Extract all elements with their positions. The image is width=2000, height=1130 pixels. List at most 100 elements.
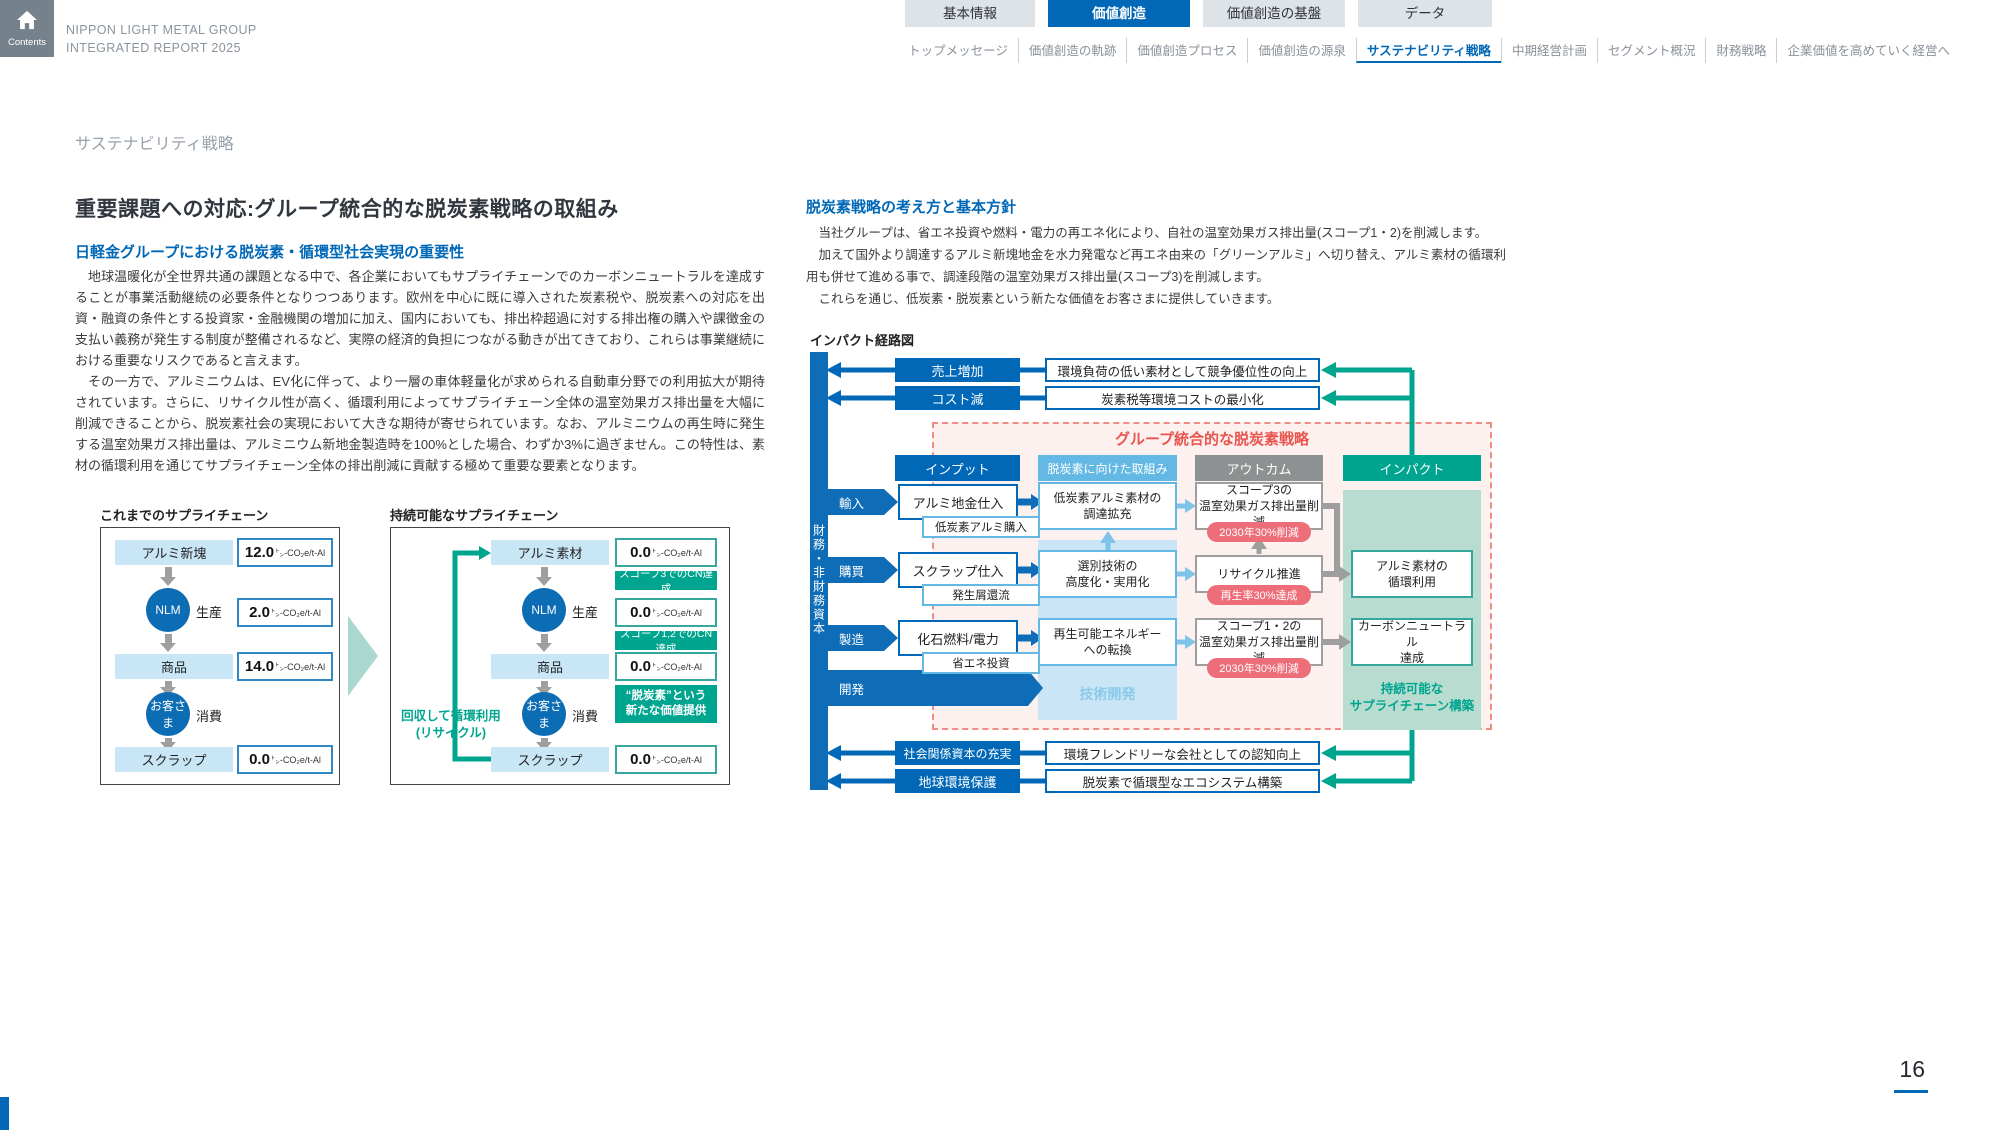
input-sub-energy-saving: 省エネ投資 xyxy=(922,652,1040,674)
action-sorting-technology: 選別技術の 高度化・実用化 xyxy=(1038,550,1177,598)
process-import: 輸入 xyxy=(828,489,898,515)
left-body-text: 地球温暖化が全世界共通の課題となる中で、各企業においてもサプライチェーンでのカー… xyxy=(75,266,765,476)
label-cost-reduction: コスト減 xyxy=(895,386,1020,410)
header-impact: インパクト xyxy=(1343,455,1481,481)
right-paragraph-1: 当社グループは、省エネ投資や燃料・電力の再エネ化により、自社の温室効果ガス排出量… xyxy=(818,226,1488,240)
section-label: サステナビリティ戦略 xyxy=(75,136,234,153)
process-manufacture: 製造 xyxy=(828,625,898,651)
badge-recycle-rate-30: 再生率30%達成 xyxy=(1207,585,1311,605)
input-sub-scrap-return: 発生屑還流 xyxy=(922,584,1040,606)
outcome-circular-ecosystem: 脱炭素で循環型なエコシステム構築 xyxy=(1045,769,1320,793)
action-renewable-energy: 再生可能エネルギー への転換 xyxy=(1038,618,1177,666)
production-label: 生産 xyxy=(572,605,599,620)
report-brand: NIPPON LIGHT METAL GROUP INTEGRATED REPO… xyxy=(66,21,257,57)
nlm-circle: NLM xyxy=(522,588,566,632)
process-development: 開発 xyxy=(828,670,1043,706)
consumption-label: 消費 xyxy=(572,709,599,724)
right-paragraph-3: これらを通じ、低炭素・脱炭素という新たな価値をお客さまに提供していきます。 xyxy=(818,292,1280,306)
outcome-eco-friendly-recognition: 環境フレンドリーな会社としての認知向上 xyxy=(1045,741,1320,765)
down-arrow-icon xyxy=(536,567,552,586)
tab-data[interactable]: データ xyxy=(1358,0,1492,27)
customer-circle: お客さま xyxy=(522,692,566,736)
down-arrow-icon xyxy=(536,634,552,652)
consumption-label: 消費 xyxy=(196,709,223,724)
subnav-value-process[interactable]: 価値創造プロセス xyxy=(1126,38,1247,63)
subnav-value-source[interactable]: 価値創造の源泉 xyxy=(1247,38,1356,63)
node-aluminum-ingot: アルミ新塊 xyxy=(115,540,233,565)
badge-2030-30-reduction: 2030年30%削減 xyxy=(1207,522,1311,542)
outcome-cost-minimization: 炭素税等環境コストの最小化 xyxy=(1045,386,1320,410)
tab-basic-info[interactable]: 基本情報 xyxy=(905,0,1035,27)
new-value-note: “脱炭素”という 新たな価値提供 xyxy=(615,685,717,723)
node-scrap: スクラップ xyxy=(491,747,609,772)
impact-pathway-diagram: 財務・非財務資本 売上増加 環境負荷の低い素材として競争優位性の向上 コスト減 … xyxy=(810,352,1492,793)
down-arrow-icon xyxy=(536,681,552,696)
subnav-sustainability-strategy[interactable]: サステナビリティ戦略 xyxy=(1355,38,1501,63)
node-scrap: スクラップ xyxy=(115,747,233,772)
label-social-capital: 社会関係資本の充実 xyxy=(895,741,1020,765)
subnav-segment-overview[interactable]: セグメント概況 xyxy=(1596,38,1706,63)
impact-diagram-title: インパクト経路図 xyxy=(810,333,915,348)
capital-bar: 財務・非財務資本 xyxy=(810,352,828,790)
impact-material-circulation: アルミ素材の 循環利用 xyxy=(1351,550,1473,598)
right-paragraph-2: 加えて国外より調達するアルミ新塊地金を水力発電など再エネ由来の「グリーンアルミ」… xyxy=(806,248,1506,284)
strategy-title: グループ統合的な脱炭素戦略 xyxy=(1114,431,1310,448)
brand-line2: INTEGRATED REPORT 2025 xyxy=(66,41,241,55)
label-environment-protection: 地球環境保護 xyxy=(895,769,1020,793)
subnav-corporate-value[interactable]: 企業価値を高めていく経営へ xyxy=(1776,38,1960,63)
subnav-top-message[interactable]: トップメッセージ xyxy=(908,44,1008,58)
node-product: 商品 xyxy=(491,654,609,679)
input-ingot-purchase: アルミ地金仕入 xyxy=(898,484,1018,520)
input-scrap-purchase: スクラップ仕入 xyxy=(898,552,1018,588)
transition-arrow-icon xyxy=(348,616,378,696)
down-arrow-icon xyxy=(536,738,552,751)
subnav-midterm-plan[interactable]: 中期経営計画 xyxy=(1500,38,1597,63)
production-label: 生産 xyxy=(196,605,223,620)
cn-tag-scope3: スコープ3でのCN達成 xyxy=(615,568,717,595)
subnav-financial-strategy[interactable]: 財務戦略 xyxy=(1705,38,1776,63)
impact-footer-label: 持続可能な サプライチェーン構築 xyxy=(1349,682,1475,713)
down-arrow-icon xyxy=(160,681,176,696)
subnav-value-history[interactable]: 価値創造の軌跡 xyxy=(1017,38,1127,63)
brand-line1: NIPPON LIGHT METAL GROUP xyxy=(66,23,257,37)
input-fossil-fuel-power: 化石燃料/電力 xyxy=(898,620,1018,656)
supply-before-title: これまでのサプライチェーン xyxy=(100,508,269,523)
page-number-underline xyxy=(1894,1090,1928,1093)
tech-development-label: 技術開発 xyxy=(1079,686,1136,702)
label-sales-increase: 売上増加 xyxy=(895,358,1020,382)
home-icon xyxy=(16,10,38,35)
left-heading: 日軽金グループにおける脱炭素・循環型社会実現の重要性 xyxy=(75,244,465,261)
badge-2030-30-reduction: 2030年30%削減 xyxy=(1207,658,1311,678)
outcome-competitive-advantage: 環境負荷の低い素材として競争優位性の向上 xyxy=(1045,358,1320,382)
down-arrow-icon xyxy=(160,738,176,751)
contents-home-button[interactable]: Contents xyxy=(0,0,54,57)
tab-value-creation[interactable]: 価値創造 xyxy=(1048,0,1190,27)
supply-after-title: 持続可能なサプライチェーン xyxy=(390,508,559,523)
node-product: 商品 xyxy=(115,654,233,679)
header-input: インプット xyxy=(895,455,1020,481)
customer-circle: お客さま xyxy=(146,692,190,736)
sub-nav: トップメッセージ 価値創造の軌跡 価値創造プロセス 価値創造の源泉 サステナビリ… xyxy=(898,38,1960,63)
input-sub-low-carbon-aluminum: 低炭素アルミ購入 xyxy=(922,516,1040,538)
nlm-circle: NLM xyxy=(146,588,190,632)
left-paragraph-2: その一方で、アルミニウムは、EV化に伴って、より一層の車体軽量化が求められる自動… xyxy=(75,374,765,473)
tab-value-foundation[interactable]: 価値創造の基盤 xyxy=(1203,0,1345,27)
impact-carbon-neutral: カーボンニュートラル 達成 xyxy=(1351,618,1473,666)
recycle-note: 回収して循環利用 (リサイクル) xyxy=(401,709,501,740)
cn-tag-scope12: スコープ1,2でのCN達成 xyxy=(615,628,717,655)
capital-label: 財務・非財務資本 xyxy=(811,524,826,636)
page-number: 16 xyxy=(1899,1056,1925,1082)
right-heading: 脱炭素戦略の考え方と基本方針 xyxy=(806,199,1017,216)
left-paragraph-1: 地球温暖化が全世界共通の課題となる中で、各企業においてもサプライチェーンでのカー… xyxy=(75,269,765,368)
